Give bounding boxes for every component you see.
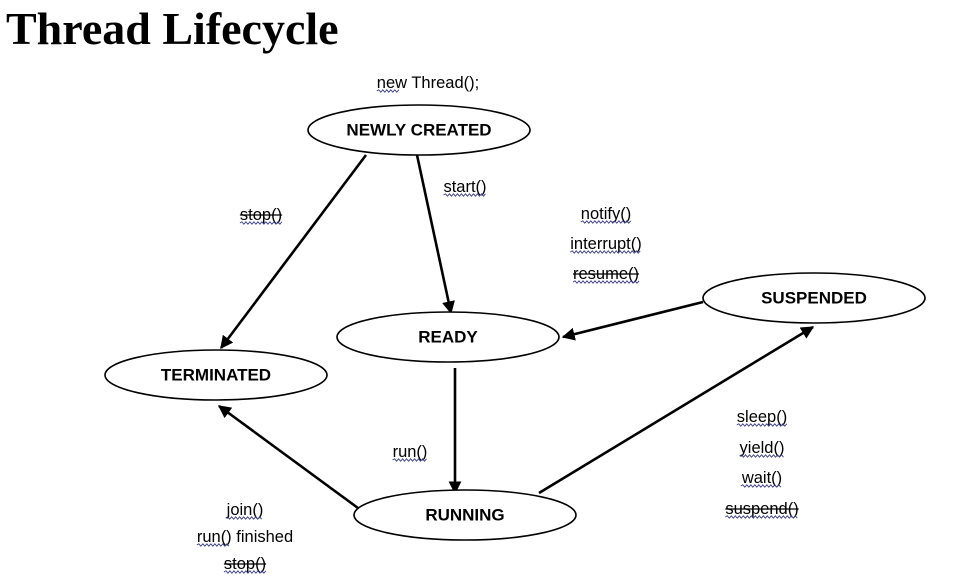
edge-running-to-terminated (217, 404, 359, 510)
edge-new-to-terminated (219, 154, 368, 350)
state-running: RUNNING (353, 489, 577, 541)
spellcheck-underline (225, 516, 263, 520)
labels-new-to-ready: start() (443, 178, 486, 196)
spellcheck-underline (376, 89, 400, 93)
method-label-interrupt: interrupt() (570, 235, 642, 253)
method-label-run: run() (393, 443, 428, 461)
constructor-label: new Thread(); (377, 74, 479, 92)
spellcheck-underline (392, 458, 427, 462)
state-ready: READY (336, 311, 560, 363)
method-label-sleep: sleep() (737, 408, 787, 426)
state-suspended-label: SUSPENDED (761, 289, 867, 308)
edge-running-to-suspended (538, 325, 815, 495)
method-label-yield: yield() (740, 439, 785, 457)
label-decorations (196, 89, 799, 574)
spellcheck-underline (725, 515, 798, 519)
state-ready-label: READY (418, 328, 478, 347)
state-running-label: RUNNING (425, 506, 504, 525)
spellcheck-underline (736, 423, 788, 427)
state-suspended: SUSPENDED (702, 272, 926, 324)
method-label-start: start() (443, 178, 486, 196)
labels-suspended-to-ready: notify() interrupt() resume() (570, 205, 642, 283)
spellcheck-underline (740, 484, 782, 488)
labels-ready-to-running: run() (393, 443, 428, 461)
state-terminated: TERMINATED (104, 349, 328, 401)
diagram-title: Thread Lifecycle (6, 3, 339, 54)
spellcheck-underline (570, 250, 641, 254)
spellcheck-underline (443, 193, 486, 197)
state-terminated-label: TERMINATED (161, 366, 271, 385)
spellcheck-underline (196, 543, 230, 547)
spellcheck-underline (239, 221, 283, 225)
method-label-join: join() (226, 501, 264, 519)
edge-suspended-to-ready (561, 300, 704, 341)
method-label-wait: wait() (741, 469, 782, 487)
state-newly-created-label: NEWLY CREATED (346, 121, 491, 140)
labels-running-to-terminated: join() run() finished stop() (197, 501, 293, 573)
spellcheck-underline (739, 454, 784, 458)
spellcheck-underline (572, 280, 640, 284)
edge-new-to-ready (415, 154, 455, 315)
spellcheck-underline (223, 570, 267, 574)
spellcheck-underline (580, 220, 632, 224)
method-label-run-finished: run() finished (197, 528, 293, 546)
state-newly-created: NEWLY CREATED (307, 104, 531, 156)
method-label-notify: notify() (581, 205, 631, 223)
